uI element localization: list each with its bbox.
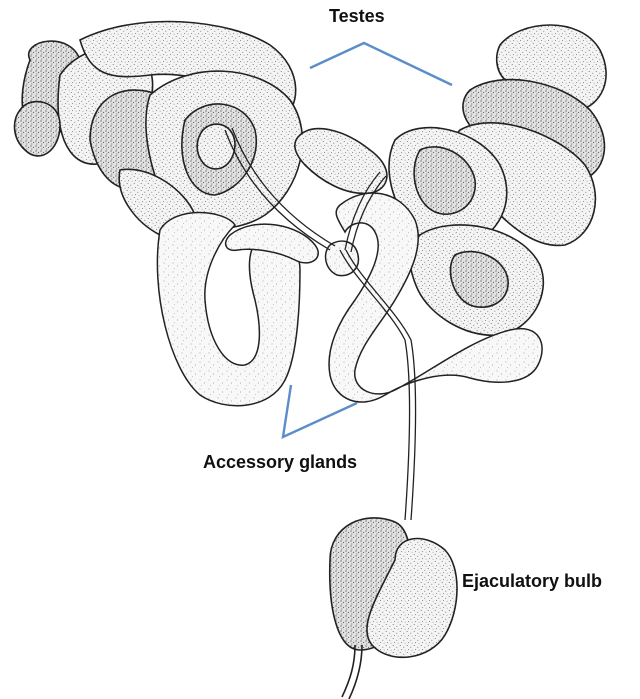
ejaculatory-bulb-label: Ejaculatory bulb	[462, 571, 602, 592]
right-testis	[295, 25, 606, 335]
testes-leader-line	[310, 43, 452, 85]
left-testis	[15, 21, 303, 238]
ejaculatory-bulb	[330, 518, 457, 699]
testes-label: Testes	[329, 6, 385, 27]
accessory-glands-label: Accessory glands	[203, 452, 357, 473]
